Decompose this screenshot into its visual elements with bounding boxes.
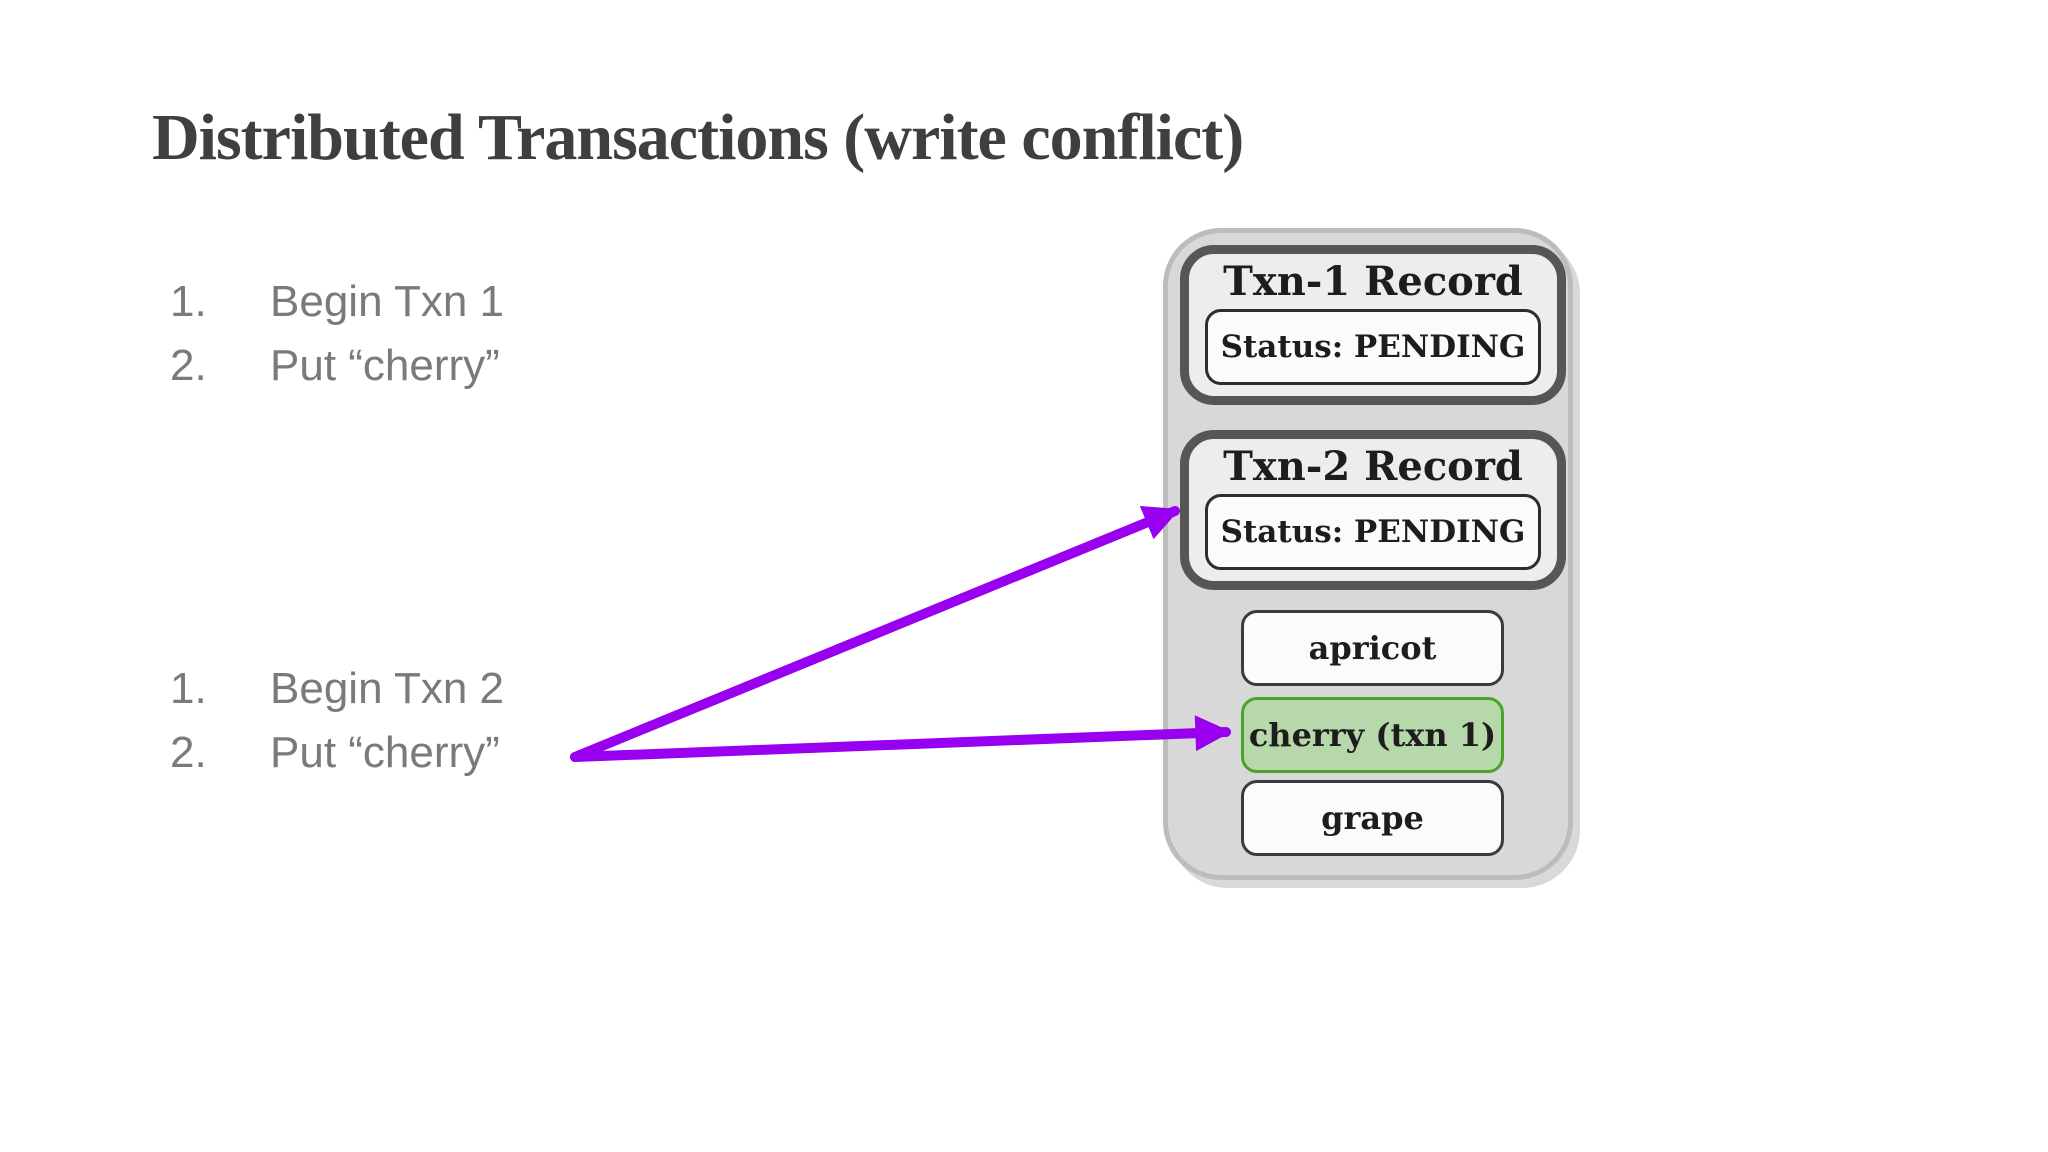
step-number: 2. [170, 728, 207, 777]
key-label: grape [1321, 799, 1424, 837]
txn1-status-box: Status: PENDING [1205, 309, 1541, 385]
key-label: cherry (txn 1) [1248, 716, 1497, 754]
list-item: 2. Put “cherry” [170, 334, 504, 398]
txn2-status-box: Status: PENDING [1205, 494, 1541, 570]
list-item: 2. Put “cherry” [170, 721, 504, 785]
list-item: 1. Begin Txn 2 [170, 657, 504, 721]
step-number: 1. [170, 664, 207, 713]
transaction-store-panel: Txn-1 Record Status: PENDING Txn-2 Recor… [1163, 228, 1573, 880]
step-text: Put “cherry” [270, 728, 500, 777]
step-number: 1. [170, 277, 207, 326]
txn2-record-box: Txn-2 Record Status: PENDING [1180, 430, 1566, 590]
txn1-record-box: Txn-1 Record Status: PENDING [1180, 245, 1566, 405]
txn2-status-text: Status: PENDING [1220, 514, 1526, 550]
txn2-steps-list: 1. Begin Txn 2 2. Put “cherry” [170, 657, 504, 785]
txn2-record-title: Txn-2 Record [1223, 443, 1523, 490]
arrow-to-cherry-key [570, 715, 1232, 762]
list-item: 1. Begin Txn 1 [170, 270, 504, 334]
key-box-grape: grape [1241, 780, 1504, 856]
step-text: Put “cherry” [270, 341, 500, 390]
step-text: Begin Txn 1 [270, 277, 505, 326]
key-box-cherry: cherry (txn 1) [1241, 697, 1504, 773]
step-number: 2. [170, 341, 207, 390]
page-title: Distributed Transactions (write conflict… [152, 101, 1244, 174]
txn1-record-title: Txn-1 Record [1223, 258, 1523, 305]
txn1-status-text: Status: PENDING [1220, 329, 1526, 365]
arrow-to-txn2-record [570, 505, 1180, 762]
key-box-apricot: apricot [1241, 610, 1504, 686]
key-label: apricot [1308, 629, 1437, 667]
step-text: Begin Txn 2 [270, 664, 505, 713]
txn1-steps-list: 1. Begin Txn 1 2. Put “cherry” [170, 270, 504, 398]
